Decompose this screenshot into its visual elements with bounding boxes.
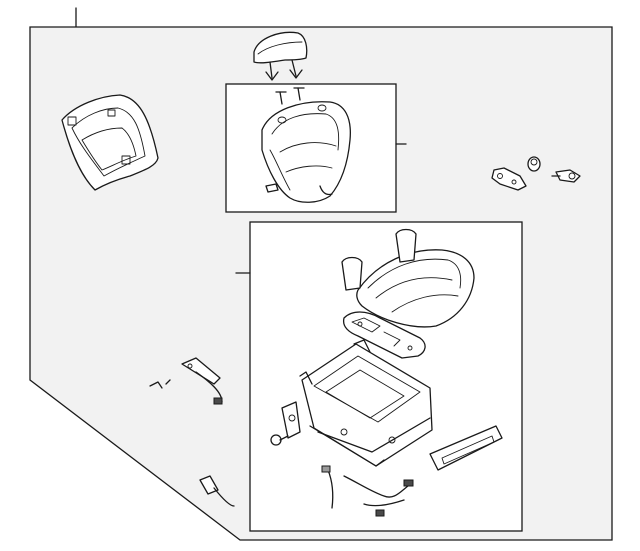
mounting-bolt bbox=[270, 434, 289, 446]
headrest-guide-pins bbox=[265, 69, 303, 81]
wire-connector bbox=[199, 475, 235, 507]
connector-bracket bbox=[181, 357, 223, 405]
seat-back-frame bbox=[61, 94, 159, 191]
seat-track-frame bbox=[299, 339, 433, 467]
seat-cushion bbox=[341, 228, 475, 328]
seat-back-cover-panel bbox=[261, 87, 351, 203]
side-bracket bbox=[281, 401, 301, 439]
wiring-harness bbox=[321, 465, 414, 517]
hinge-bracket bbox=[491, 167, 527, 191]
cushion-frame-plate bbox=[342, 311, 426, 359]
headrest bbox=[253, 31, 308, 79]
small-clips bbox=[149, 379, 171, 389]
cap bbox=[527, 156, 541, 172]
bolt-bracket bbox=[551, 169, 581, 183]
side-shield-trim bbox=[429, 425, 503, 471]
